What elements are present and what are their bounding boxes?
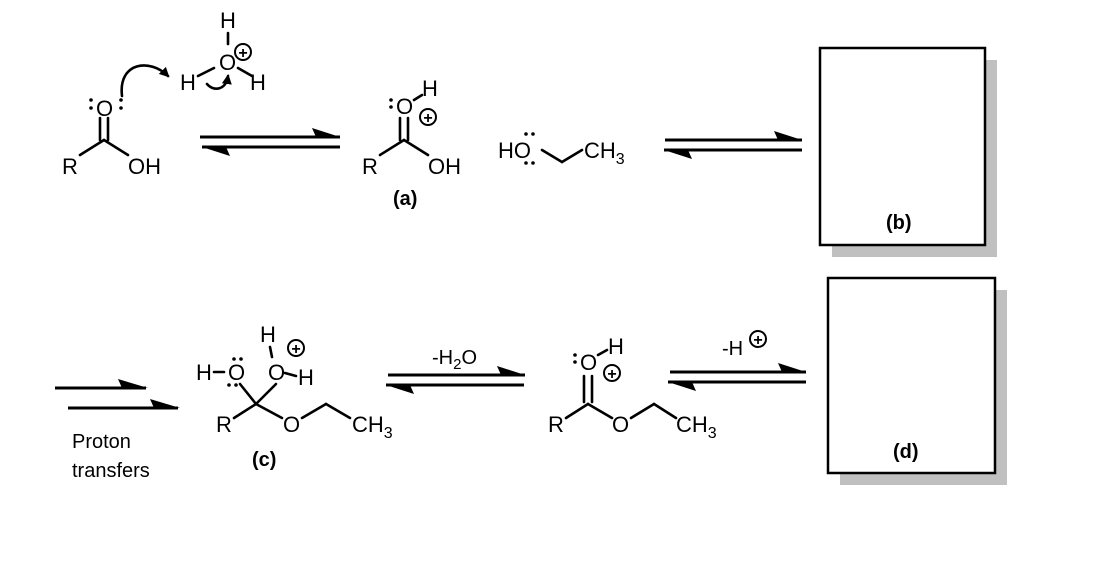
atom-r: R <box>62 154 78 179</box>
label-a: (a) <box>393 188 417 210</box>
positive-charge-icon <box>287 339 305 357</box>
atom-h: H <box>608 334 624 359</box>
atom-o: O <box>612 412 629 437</box>
intermediate-c: H O H O H + R O CH3 (c) <box>196 322 393 471</box>
atom-r: R <box>216 412 232 437</box>
curved-arrow <box>120 64 170 98</box>
answer-box-b[interactable]: (b) <box>818 46 997 257</box>
atom-ch3: CH3 <box>352 412 393 442</box>
atom-o: O <box>580 350 597 375</box>
atom-h: H <box>260 322 276 347</box>
charge: + <box>607 366 616 383</box>
atom-h: H <box>250 70 266 95</box>
atom-ch3: CH3 <box>676 412 717 442</box>
positive-charge-icon <box>603 364 621 382</box>
equilibrium-arrow-water-loss: -H2O <box>386 347 525 394</box>
protonated-ester: O H + R O CH3 <box>548 334 717 442</box>
positive-charge-icon <box>749 330 767 348</box>
atom-ho: HO <box>498 138 531 163</box>
minus-water-label: -H2O <box>432 347 477 373</box>
atom-o: O <box>219 50 236 75</box>
atom-o: O <box>228 360 245 385</box>
charge: + <box>238 45 247 62</box>
atom-h: H <box>298 365 314 390</box>
charge: + <box>291 341 300 358</box>
ethanol: HO CH3 <box>498 132 625 168</box>
atom-o: O <box>396 94 413 119</box>
atom-h: H <box>220 8 236 33</box>
positive-charge-icon <box>419 108 437 126</box>
hydronium: H O + H H <box>180 8 266 95</box>
curved-arrow <box>205 74 232 90</box>
carboxylic-acid: O R OH <box>62 64 170 179</box>
charge: + <box>423 110 432 127</box>
atom-r: R <box>548 412 564 437</box>
label-d: (d) <box>893 441 919 463</box>
atom-h: H <box>422 76 438 101</box>
positive-charge-icon <box>234 43 252 61</box>
proton-transfer-arrows: Proton transfers <box>55 379 180 482</box>
proton-text: Proton <box>72 431 131 453</box>
answer-box-d[interactable]: (d) <box>826 276 1007 485</box>
charge: + <box>753 332 762 349</box>
atom-o: O <box>283 412 300 437</box>
equilibrium-arrow <box>200 128 340 156</box>
atom-r: R <box>362 154 378 179</box>
minus-proton-label: -H <box>722 338 743 360</box>
atom-ch3: CH3 <box>584 138 625 168</box>
atom-oh: OH <box>128 154 161 179</box>
transfers-text: transfers <box>72 460 150 482</box>
equilibrium-arrow-deprotonation: -H + <box>668 330 806 391</box>
atom-oh: OH <box>428 154 461 179</box>
label-c: (c) <box>252 449 276 471</box>
atom-h: H <box>180 70 196 95</box>
equilibrium-arrow <box>664 131 802 159</box>
atom-o: O <box>268 360 285 385</box>
atom-o: O <box>96 96 113 121</box>
label-b: (b) <box>886 212 912 234</box>
atom-h: H <box>196 360 212 385</box>
intermediate-a: O H + R OH (a) <box>362 76 461 210</box>
